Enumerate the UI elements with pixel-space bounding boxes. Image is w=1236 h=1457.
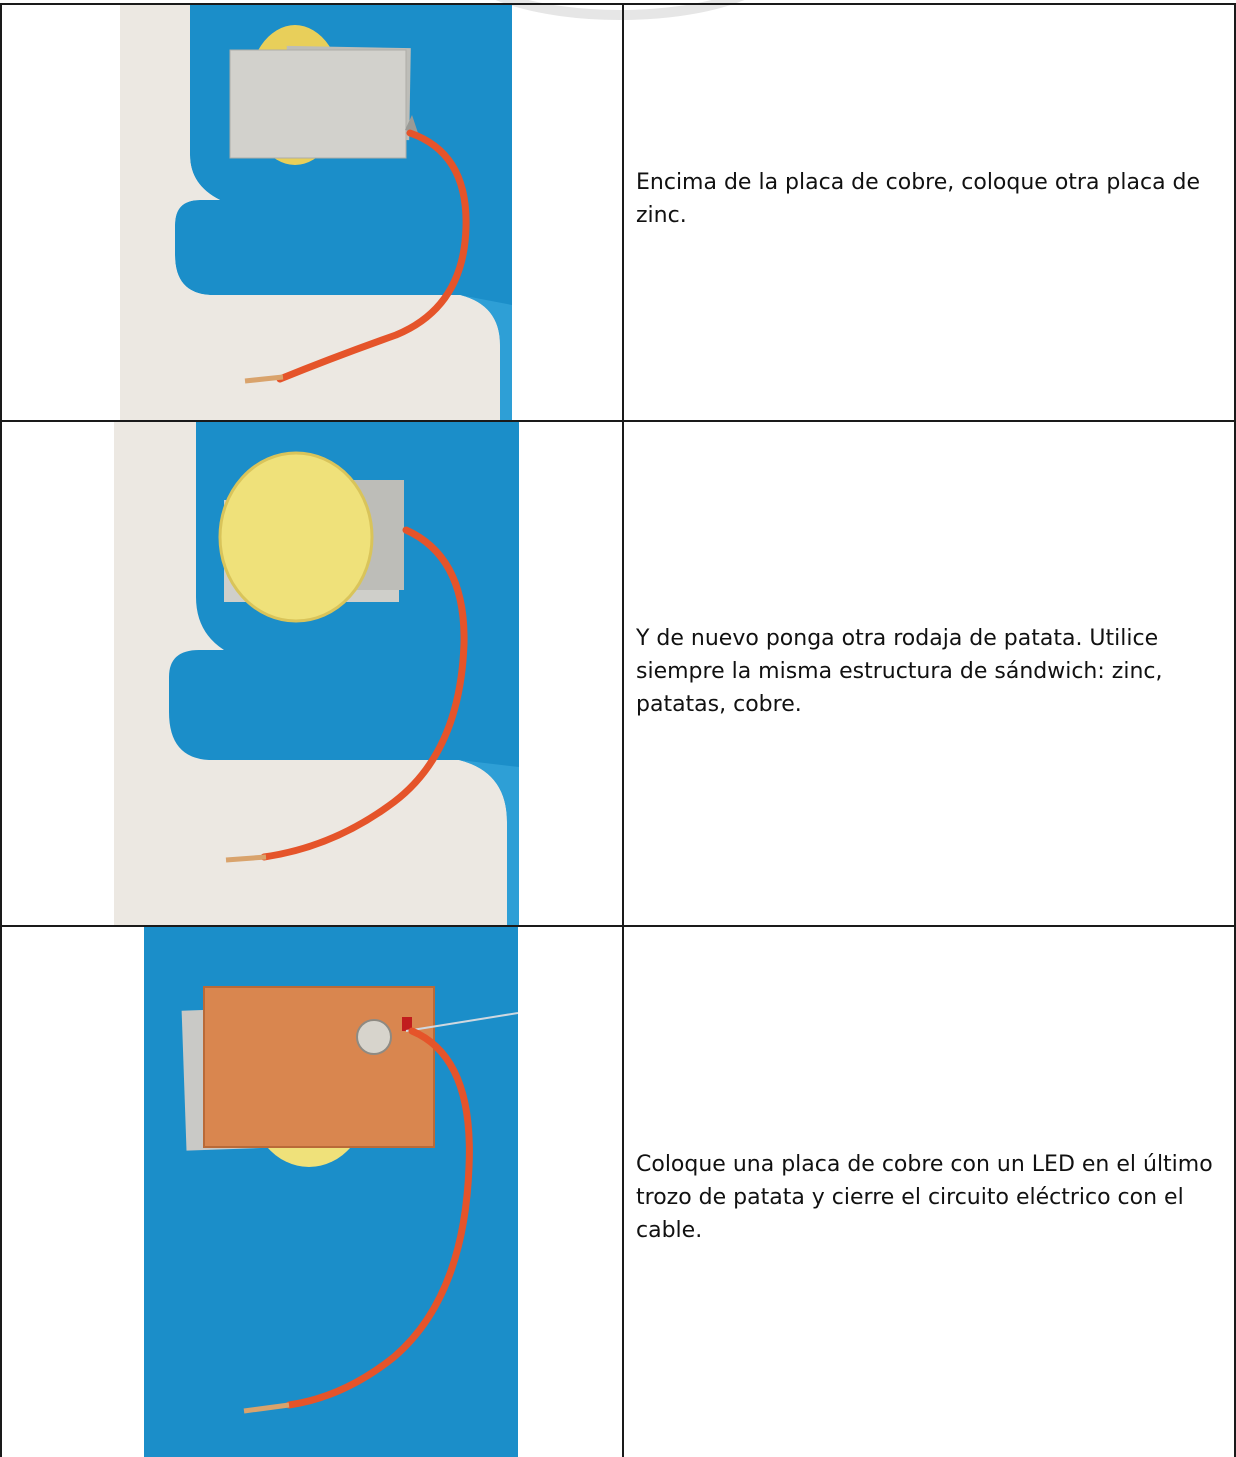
- photo-potato-slice-step: [114, 422, 519, 925]
- step-1-text: Encima de la placa de cobre, coloque otr…: [636, 170, 1201, 228]
- table-right-border: [1234, 3, 1236, 1457]
- photo-copper-led-step: [144, 927, 518, 1457]
- table-row-divider-2: [0, 925, 1236, 927]
- table-top-border: [0, 3, 1236, 5]
- step-2-text: Y de nuevo ponga otra rodaja de patata. …: [636, 626, 1163, 717]
- table-left-border: [0, 3, 2, 1457]
- table-column-divider: [622, 3, 624, 1457]
- table-row-divider-1: [0, 420, 1236, 422]
- step-3-text: Coloque una placa de cobre con un LED en…: [636, 1152, 1213, 1243]
- photo-zinc-plate-step: [120, 5, 512, 420]
- watermark-arc: [495, 0, 745, 20]
